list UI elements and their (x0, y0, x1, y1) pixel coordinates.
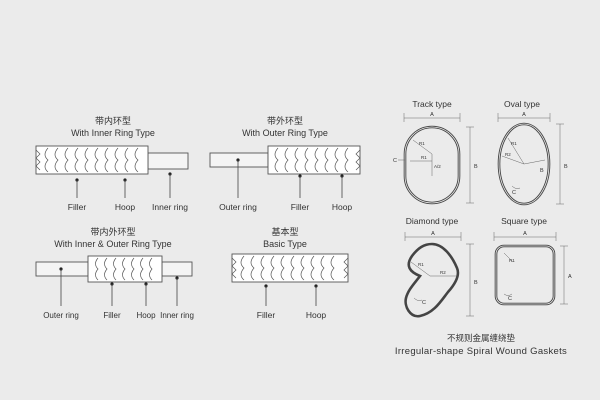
outer-title-en: With Outer Ring Type (242, 128, 328, 138)
diamond-dim-b: B (474, 280, 478, 286)
basic-hoop-label: Hoop (306, 310, 327, 320)
square-dim-r1: R1 (509, 258, 515, 263)
outer-ring-type: 带外环型 With Outer Ring Type Outer ring Fil… (209, 115, 361, 212)
spiral-waves (44, 147, 139, 173)
spiral-strip (231, 253, 349, 283)
diamond-type: Diamond type A B R1 R2 C (404, 216, 478, 318)
oval-dim-b: B (564, 164, 568, 170)
both-title-cn: 带内外环型 (90, 226, 135, 238)
track-dim-c: C (393, 158, 397, 164)
track-type: Track type A B C R1 A/2 R1 (393, 99, 478, 205)
oval-type: Oval type A B R1 R2 B C (497, 99, 568, 206)
track-dim-half-a: A/2 (434, 164, 441, 169)
oval-title: Oval type (504, 99, 540, 109)
basic-title-cn: 基本型 (271, 226, 298, 238)
track-dim-r1: R1 (419, 141, 425, 146)
both-outer-ring-label: Outer ring (43, 311, 79, 320)
inner-ring-type: 带内环型 With Inner Ring Type Filler Hoop In… (35, 115, 189, 212)
footer-title-cn: 不规则金属缠绕垫 (447, 333, 516, 344)
oval-dim-r2: R2 (505, 152, 511, 157)
square-dim-a: A (523, 231, 527, 237)
outer-title-cn: 带外环型 (267, 115, 303, 127)
diamond-dim-a: A (431, 231, 435, 237)
square-title: Square type (501, 216, 547, 226)
diamond-dim-r1: R1 (418, 262, 424, 267)
track-title: Track type (412, 99, 452, 109)
footer-title-en: Irregular-shape Spiral Wound Gaskets (395, 346, 567, 357)
inner-ring-body (161, 261, 193, 277)
inner-title-en: With Inner Ring Type (71, 128, 155, 138)
both-inner-ring-label: Inner ring (160, 311, 194, 320)
spiral-strip (35, 145, 149, 175)
track-dim-a: A (430, 112, 434, 118)
both-filler-label: Filler (103, 311, 121, 320)
spiral-strip (267, 145, 361, 175)
both-hoop-label: Hoop (136, 311, 156, 320)
track-dim-r1-b: R1 (421, 155, 427, 160)
track-dim-b: B (474, 164, 478, 170)
square-dim-c: C (508, 296, 512, 302)
outer-filler-label: Filler (291, 202, 310, 212)
strip-cut-edge-left (231, 257, 237, 279)
oval-dim-b-inner: B (540, 168, 544, 174)
spiral-waves (240, 255, 335, 281)
both-title-en: With Inner & Outer Ring Type (54, 239, 171, 249)
basic-filler-label: Filler (257, 310, 276, 320)
oval-dim-a: A (522, 112, 526, 118)
strip-cut-edge (35, 149, 41, 171)
square-gasket-outline (494, 244, 556, 306)
basic-title-en: Basic Type (263, 239, 307, 249)
strip-cut-edge-right (343, 257, 349, 279)
spiral-waves (274, 147, 349, 173)
spiral-waves (95, 257, 153, 281)
basic-type: 基本型 Basic Type Filler Hoop (231, 226, 349, 320)
outer-hoop-label: Hoop (332, 202, 353, 212)
inner-outer-ring-type: 带内外环型 With Inner & Outer Ring Type Outer… (35, 226, 194, 320)
diamond-gasket-outline (404, 242, 460, 318)
square-type: Square type A A R1 C (493, 216, 572, 306)
inner-ring-body (147, 152, 189, 170)
oval-dim-c: C (512, 190, 516, 196)
inner-title-cn: 带内环型 (95, 115, 131, 127)
outer-ring-label: Outer ring (219, 202, 257, 212)
inner-filler-label: Filler (68, 202, 87, 212)
inner-hoop-label: Hoop (115, 202, 136, 212)
strip-cut-edge (355, 149, 361, 171)
oval-dim-r1: R1 (511, 141, 517, 146)
square-dim-a-side: A (568, 274, 572, 280)
diamond-title: Diamond type (406, 216, 459, 226)
diamond-dim-c: C (422, 300, 426, 306)
diamond-dim-r2: R2 (440, 270, 446, 275)
inner-ring-label: Inner ring (152, 202, 188, 212)
